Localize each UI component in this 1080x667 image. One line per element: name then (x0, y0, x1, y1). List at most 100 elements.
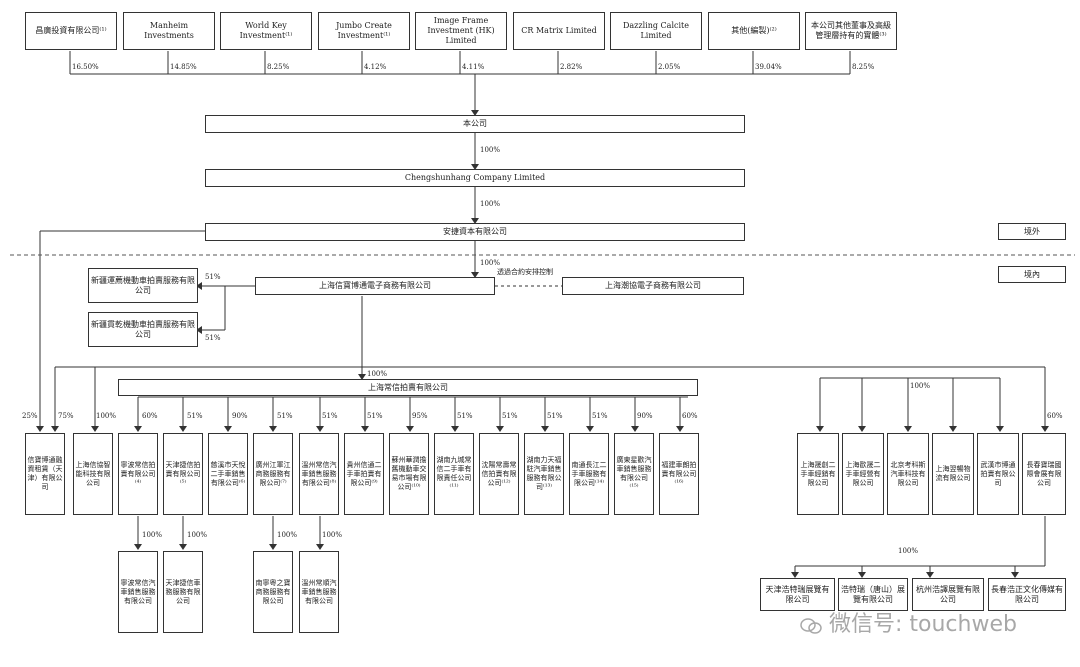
company-name: 本公司 (463, 119, 487, 128)
subsidiary-name: 天津捷信拍賣有限公司⁽⁵⁾ (165, 460, 201, 487)
subsidiary-name: 南寧粵之寶商務服務有限公司 (255, 578, 291, 605)
subsidiary-box: 天津捷信拍賣有限公司⁽⁵⁾ (163, 433, 203, 515)
subsidiary-name: 上海翌暢物流有限公司 (935, 465, 971, 482)
subsidiary-box: 寧波常信拍賣有限公司⁽⁴⁾ (118, 433, 158, 515)
subsidiary-name: 上海歐晟二手車經營有限公司 (845, 460, 881, 487)
onshore-text: 境內 (1024, 269, 1040, 279)
subsidiary-box: 湖南九城常信二手車有限責任公司⁽¹¹⁾ (434, 433, 474, 515)
subsidiary-name: 寧波常信拍賣有限公司⁽⁴⁾ (120, 460, 156, 487)
subsidiary-name: 武漢市博通拍賣有限公司 (980, 460, 1016, 487)
subsidiary-box: 天津浩特瑞展覽有限公司 (760, 578, 835, 611)
shanghai-xinbao-name: 上海信寶博通電子商務有限公司 (319, 281, 431, 290)
shanghai-changxin-name: 上海常信拍賣有限公司 (368, 382, 448, 392)
subsidiary-box: 溫州常信汽車銷售服務有限公司⁽⁸⁾ (299, 433, 339, 515)
subsidiary-name: 杭州浩譯展覽有限公司 (916, 584, 980, 604)
ownership-pct: 100% (322, 531, 343, 539)
shareholding-pct: 8.25% (852, 63, 875, 71)
ownership-pct: 60% (1047, 412, 1063, 420)
ownership-pct: 100% (480, 200, 501, 208)
watermark-text: 微信号: touchweb (829, 612, 1017, 637)
subsidiary-box: 上海翌暢物流有限公司 (932, 433, 974, 515)
shanghai-xinbao-box: 上海信寶博通電子商務有限公司 (255, 277, 495, 295)
chengshunhang-name: Chengshunhang Company Limited (404, 173, 546, 182)
ownership-pct: 95% (412, 412, 428, 420)
subsidiary-box: 杭州浩譯展覽有限公司 (912, 578, 984, 611)
shareholding-pct: 16.50% (72, 63, 99, 71)
ownership-pct: 51% (547, 412, 563, 420)
subsidiary-name: 慈溪市天悅二手車銷售有限公司⁽⁶⁾ (210, 460, 246, 487)
subsidiary-box: 福建車朗拍賣有限公司⁽¹⁶⁾ (659, 433, 699, 515)
chengshunhang-box: Chengshunhang Company Limited (205, 169, 745, 187)
ownership-pct: 51% (187, 412, 203, 420)
shanghai-tongxie-name: 上海潮協電子商務有限公司 (605, 281, 701, 290)
subsidiary-box: 上海信協智能科技有限公司 (73, 433, 113, 515)
shareholder-name: 昌廣投資有限公司⁽¹⁾ (35, 26, 107, 35)
watermark: 微信号: touchweb (800, 606, 1017, 638)
xinjiang-1-name: 新疆運薦機動車拍賣服務有限公司 (91, 275, 195, 295)
shareholder-box: Jumbo Create Investment⁽¹⁾ (318, 12, 410, 50)
xinjiang-2-name: 新疆貫乾機動車拍賣服務有限公司 (91, 319, 195, 339)
subsidiary-name: 溫州常順汽車銷售服務有限公司 (301, 578, 337, 605)
subsidiary-name: 蘇州華潤擔舊機動車交易市場有限公司⁽¹⁰⁾ (391, 456, 427, 491)
shareholder-name: Dazzling Calcite Limited (623, 21, 689, 40)
ownership-pct: 51% (592, 412, 608, 420)
ownership-pct: 51% (457, 412, 473, 420)
shanghai-tongxie-box: 上海潮協電子商務有限公司 (562, 277, 744, 295)
subsidiary-name: 天津浩特瑞展覽有限公司 (765, 584, 830, 604)
subsidiary-name: 南通長江二手車服務有限公司⁽¹⁴⁾ (571, 460, 607, 487)
shareholding-pct: 4.12% (364, 63, 387, 71)
shareholding-pct: 4.11% (462, 63, 485, 71)
ownership-pct: 100% (480, 146, 501, 154)
onshore-label: 境內 (998, 266, 1066, 283)
shareholding-pct: 2.82% (560, 63, 583, 71)
shareholder-name: Jumbo Create Investment⁽¹⁾ (336, 21, 392, 40)
offshore-text: 境外 (1024, 226, 1040, 236)
shareholding-pct: 8.25% (267, 63, 290, 71)
contract-control-label: 透過合約安排控制 (497, 268, 553, 276)
shareholder-name: 本公司其他董事及高級管理層持有的實體⁽³⁾ (811, 21, 891, 40)
subsidiary-name: 浩特瑞（唐山）展覽有限公司 (841, 584, 905, 604)
shareholder-box: 昌廣投資有限公司⁽¹⁾ (25, 12, 117, 50)
ownership-pct: 100% (898, 547, 919, 555)
ownership-pct: 100% (187, 531, 208, 539)
ownership-pct: 51% (367, 412, 383, 420)
shareholder-box: CR Matrix Limited (513, 12, 605, 50)
subsidiary-name: 北京考科斯汽車科技有限公司 (890, 460, 926, 487)
subsidiary-name: 廣州江軍江商務服務有限公司⁽⁷⁾ (255, 460, 291, 487)
subsidiary-name: 上海信協智能科技有限公司 (75, 460, 111, 487)
subsidiary-box: 上海歐晟二手車經營有限公司 (842, 433, 884, 515)
shareholder-box: 其他(編製)⁽²⁾ (708, 12, 800, 50)
wechat-icon (800, 616, 822, 634)
anjie-box: 安捷資本有限公司 (205, 223, 745, 241)
shareholder-name: Manheim Investments (144, 21, 194, 40)
subsidiary-name: 沈陽常壽常信拍賣有限公司⁽¹²⁾ (481, 460, 517, 487)
shanghai-changxin-box: 上海常信拍賣有限公司 (118, 379, 698, 396)
subsidiary-name: 上海晟創二手車經銷有限公司 (800, 460, 836, 487)
ownership-pct: 51% (502, 412, 518, 420)
shareholding-pct: 14.85% (170, 63, 197, 71)
subsidiary-name: 寧波常信汽車銷售服務有限公司 (120, 578, 156, 605)
subsidiary-box: 寧波常信汽車銷售服務有限公司 (118, 551, 158, 633)
subsidiary-name: 溫州常信汽車銷售服務有限公司⁽⁸⁾ (301, 460, 337, 487)
ownership-pct: 60% (142, 412, 158, 420)
subsidiary-box: 湖南力天福駐汽車銷售服務有限公司⁽¹³⁾ (524, 433, 564, 515)
ownership-pct: 100% (96, 412, 117, 420)
shareholder-box: 本公司其他董事及高級管理層持有的實體⁽³⁾ (805, 12, 897, 50)
subsidiary-box: 廣東星歡汽車銷售服務有限公司⁽¹⁵⁾ (614, 433, 654, 515)
subsidiary-box: 沈陽常壽常信拍賣有限公司⁽¹²⁾ (479, 433, 519, 515)
ownership-pct: 100% (277, 531, 298, 539)
shareholder-name: World Key Investment⁽¹⁾ (239, 21, 293, 40)
ownership-pct: 100% (367, 370, 388, 378)
subsidiary-box: 南寧粵之寶商務服務有限公司 (253, 551, 293, 633)
ownership-pct: 60% (682, 412, 698, 420)
offshore-label: 境外 (998, 223, 1066, 240)
subsidiary-box: 北京考科斯汽車科技有限公司 (887, 433, 929, 515)
ownership-pct: 25% (22, 412, 38, 420)
ownership-pct: 75% (58, 412, 74, 420)
subsidiary-box: 上海晟創二手車經銷有限公司 (797, 433, 839, 515)
subsidiary-name: 天津捷信車務服務有限公司 (165, 578, 201, 605)
xinjiang-1-box: 新疆運薦機動車拍賣服務有限公司 (88, 268, 198, 303)
subsidiary-box: 慈溪市天悅二手車銷售有限公司⁽⁶⁾ (208, 433, 248, 515)
ownership-pct: 51% (322, 412, 338, 420)
